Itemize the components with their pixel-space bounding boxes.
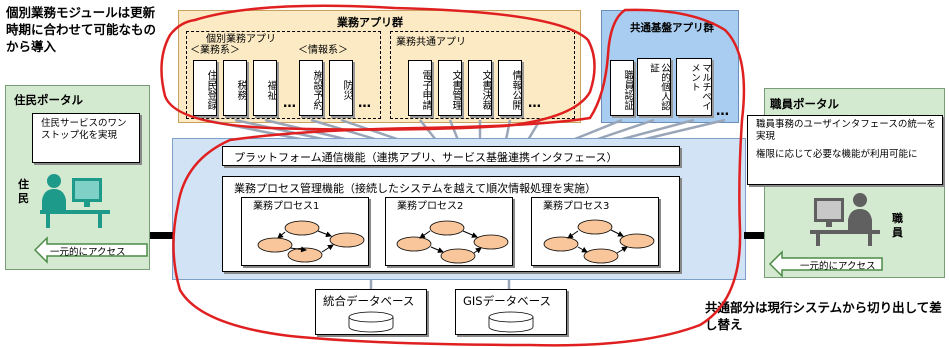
- staff-portal-description-box: [747, 115, 943, 185]
- app-multi-payment: マルチペイメント: [676, 58, 712, 116]
- staff-label: 職員: [892, 212, 903, 239]
- app-staff-auth: 職員認証: [610, 60, 634, 116]
- staff-access-arrow: [769, 250, 883, 278]
- resident-label: 住民: [18, 178, 29, 205]
- business-process-1-label: 業務プロセス1: [253, 201, 320, 212]
- app-disaster: 防災: [329, 60, 353, 116]
- ellipsis: …: [716, 104, 729, 119]
- bottom-note: 共通部分は現行システムから切り出して差し替え: [705, 300, 942, 332]
- app-e-application: 電子申請: [408, 60, 432, 116]
- app-document-approval: 文書決裁: [468, 60, 492, 116]
- individual-apps-title: 個別業務アプリ: [206, 34, 276, 45]
- individual-apps-group: [186, 31, 381, 119]
- business-process-3-label: 業務プロセス3: [543, 201, 610, 212]
- staff-connector: [744, 232, 764, 239]
- app-tax: 税務: [223, 60, 247, 116]
- process-2-flow: [396, 220, 509, 264]
- staff-portal-title: 職員ポータル: [770, 97, 839, 111]
- business-process-2-label: 業務プロセス2: [397, 201, 464, 212]
- app-public-individual-auth: 公的個人認証: [637, 58, 671, 116]
- staff-portal-description-1: 職員事務のユーザインタフェースの統一を実現: [756, 119, 936, 142]
- common-apps-title: 業務共通アプリ: [396, 37, 466, 48]
- ellipsis: …: [283, 96, 296, 111]
- business-system-label: ＜業務系＞: [190, 45, 240, 56]
- resident-portal-title: 住民ポータル: [14, 93, 83, 107]
- staff-access-label: 一元的にアクセス: [800, 261, 876, 272]
- integrated-db-label: 統合データベース: [323, 294, 415, 308]
- business-apps-title: 業務アプリ群: [337, 16, 403, 29]
- app-document-mgmt: 文書管理: [438, 60, 462, 116]
- process-mgmt-title: 業務プロセス管理機能（接続したシステムを越えて順次情報処理を実施）: [234, 182, 597, 195]
- app-information-disclosure: 情報公開: [498, 60, 522, 116]
- platform-comm-bar: [222, 146, 680, 166]
- platform-comm-label: プラットフォーム通信機能（連携アプリ、サービス基盤連携インタフェース）: [234, 151, 618, 164]
- ellipsis: …: [528, 96, 541, 111]
- common-parts-outline: [172, 8, 746, 347]
- resident-connector: [150, 232, 174, 239]
- info-system-label: ＜情報系＞: [298, 45, 348, 56]
- app-facility-booking: 施設予約: [299, 60, 323, 116]
- process-3-flow: [543, 219, 655, 264]
- database-icon: [488, 311, 534, 333]
- gis-db-label: GISデータベース: [463, 294, 552, 308]
- staff-portal-description-2: 権限に応じて必要な機能が利用可能に: [756, 149, 918, 160]
- app-resident-registry: 住民登録: [193, 60, 217, 116]
- process-1-flow: [257, 220, 365, 263]
- resident-access-arrow: [34, 236, 148, 264]
- common-apps-group: [390, 31, 575, 119]
- app-welfare: 福祉: [253, 60, 277, 116]
- staff-person-icon: [810, 193, 880, 246]
- top-note: 個別業務モジュールは更新時期に合わせて可能なものから導入: [6, 5, 157, 54]
- resident-person-icon: [40, 174, 110, 228]
- database-icon: [348, 311, 394, 333]
- common-platform-title: 共通基盤アプリ群: [630, 22, 714, 34]
- resident-access-label: 一元的にアクセス: [50, 247, 126, 258]
- ellipsis: …: [358, 96, 371, 111]
- individual-apps-outline: [160, 4, 596, 131]
- resident-portal-description: 住民サービスのワンストップ化を実現: [32, 113, 140, 163]
